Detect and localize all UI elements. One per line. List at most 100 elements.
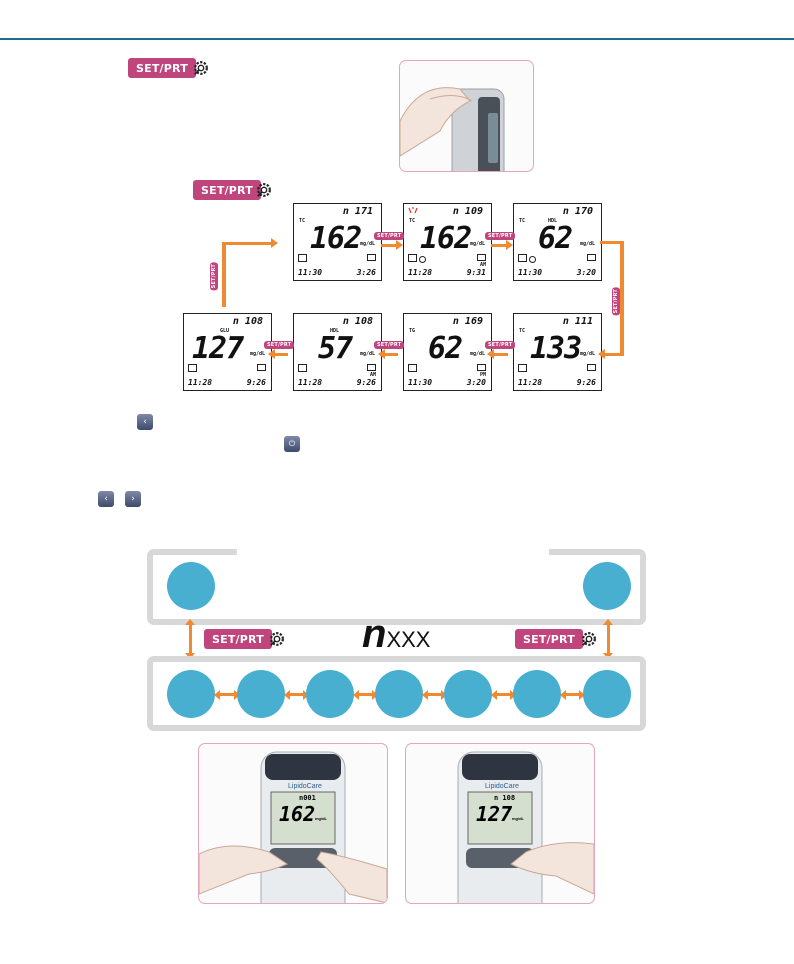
double-arrow — [491, 689, 516, 700]
status-box — [367, 254, 376, 261]
status-box — [367, 364, 376, 371]
flow-arrow — [487, 349, 508, 359]
lcd-screen: n 108 GLU 127 mg/dL 11:28 9:26 — [183, 313, 272, 391]
memory-icon — [298, 254, 307, 262]
time: 9:26 — [576, 378, 596, 387]
device-brand: LipidoCare — [485, 783, 519, 790]
blink-marks-icon — [408, 207, 418, 214]
left-button-icon: ‹ — [137, 414, 153, 430]
result-value: 162 — [420, 221, 472, 256]
time: 9:26 — [356, 378, 376, 387]
device-result: 162 — [279, 802, 316, 826]
date: 11:30 — [518, 268, 543, 277]
set-prt-mini-label: SET/PRT — [210, 262, 218, 291]
n-suffix: XXX — [386, 627, 431, 652]
circle-node — [583, 670, 631, 718]
test-label: TG — [409, 328, 416, 334]
lcd-screen: n 109 TC 162 mg/dL AM 11:28 9:31 — [403, 203, 492, 281]
test-label: TC — [299, 218, 306, 224]
circle-node — [167, 562, 215, 610]
set-prt-button: SET/PRT — [515, 629, 583, 649]
double-arrow — [560, 689, 585, 700]
record-number: n 109 — [452, 206, 483, 217]
panel-gap — [237, 545, 549, 559]
flow-arrow — [600, 241, 623, 244]
result-value: 62 — [538, 221, 573, 256]
circle-node — [237, 670, 285, 718]
circle-node — [583, 562, 631, 610]
device-brand: LipidoCare — [288, 783, 322, 790]
vertical-double-arrow — [185, 619, 195, 659]
wrench-gear-icon — [257, 183, 271, 197]
circle-node — [306, 670, 354, 718]
left-button-icon: ‹ — [98, 491, 114, 507]
set-prt-mini-label: SET/PRT — [485, 232, 516, 240]
date: 11:28 — [518, 378, 543, 387]
result-value: 57 — [318, 331, 353, 366]
set-prt-button: SET/PRT — [128, 58, 196, 78]
right-button-icon: › — [125, 491, 141, 507]
record-number: n 171 — [342, 206, 373, 217]
test-label: HDL — [330, 328, 340, 334]
wrench-gear-icon — [270, 632, 284, 646]
record-number: n 169 — [452, 316, 483, 327]
result-value: 62 — [428, 331, 463, 366]
device-record-number: n001 — [299, 794, 316, 802]
lcd-screen: n 170 TC HDL 62 mg/dL 11:30 3:20 — [513, 203, 602, 281]
device-illustration — [457, 751, 594, 903]
test-label: TC — [519, 218, 526, 224]
lcd-screen: n 111 TC 133 mg/dL 11:28 9:26 — [513, 313, 602, 391]
double-arrow — [284, 689, 309, 700]
device-illustration — [199, 751, 387, 903]
time: 3:20 — [576, 268, 596, 277]
memory-icon — [518, 364, 527, 372]
memory-icon — [518, 254, 527, 262]
device-unit: mg/dL — [512, 816, 524, 821]
unit-label: mg/dL — [579, 241, 595, 247]
device-photo-right: LipidoCare n 108 127 mg/dL — [405, 743, 595, 904]
device-illustration — [400, 87, 505, 171]
set-prt-mini-label: SET/PRT — [485, 341, 516, 349]
sub-label: HDL — [548, 218, 558, 224]
set-prt-mini-label: SET/PRT — [374, 341, 405, 349]
unit-label: mg/dL — [469, 241, 485, 247]
indicator-dot — [529, 256, 536, 263]
indicator-dot — [419, 256, 426, 263]
test-label: GLU — [220, 328, 230, 334]
flow-arrow — [222, 238, 278, 248]
device-photo-left: LipidoCare n001 162 mg/dL — [198, 743, 388, 904]
double-arrow — [422, 689, 447, 700]
flow-arrow — [598, 349, 624, 359]
flow-arrow — [222, 243, 226, 307]
device-result: 127 — [476, 802, 513, 826]
unit-label: mg/dL — [579, 351, 595, 357]
status-box — [477, 364, 486, 371]
ampm: PM — [479, 372, 486, 378]
n-xxx-label: nXXX — [362, 612, 430, 657]
power-button-icon: ⏻ — [284, 436, 300, 452]
circle-node — [444, 670, 492, 718]
status-box — [257, 364, 266, 371]
record-number: n 111 — [562, 316, 593, 327]
wrench-gear-icon — [194, 61, 208, 75]
date: 11:28 — [298, 378, 323, 387]
result-value: 133 — [530, 331, 582, 366]
time: 3:26 — [356, 268, 376, 277]
ampm: AM — [479, 262, 486, 268]
record-number: n 170 — [562, 206, 593, 217]
unit-label: mg/dL — [359, 351, 375, 357]
unit-label: mg/dL — [469, 351, 485, 357]
top-rule — [0, 38, 794, 40]
record-number: n 108 — [232, 316, 263, 327]
device-unit: mg/dL — [315, 816, 327, 821]
status-box — [477, 254, 486, 261]
photo-insert-strip — [399, 60, 534, 172]
time: 3:20 — [466, 378, 486, 387]
device-record-number: n 108 — [494, 794, 516, 802]
set-prt-mini-label: SET/PRT — [264, 341, 295, 349]
double-arrow — [353, 689, 378, 700]
circle-node — [167, 670, 215, 718]
flow-arrow — [381, 240, 403, 250]
wrench-gear-icon — [582, 632, 596, 646]
ampm: AM — [369, 372, 376, 378]
